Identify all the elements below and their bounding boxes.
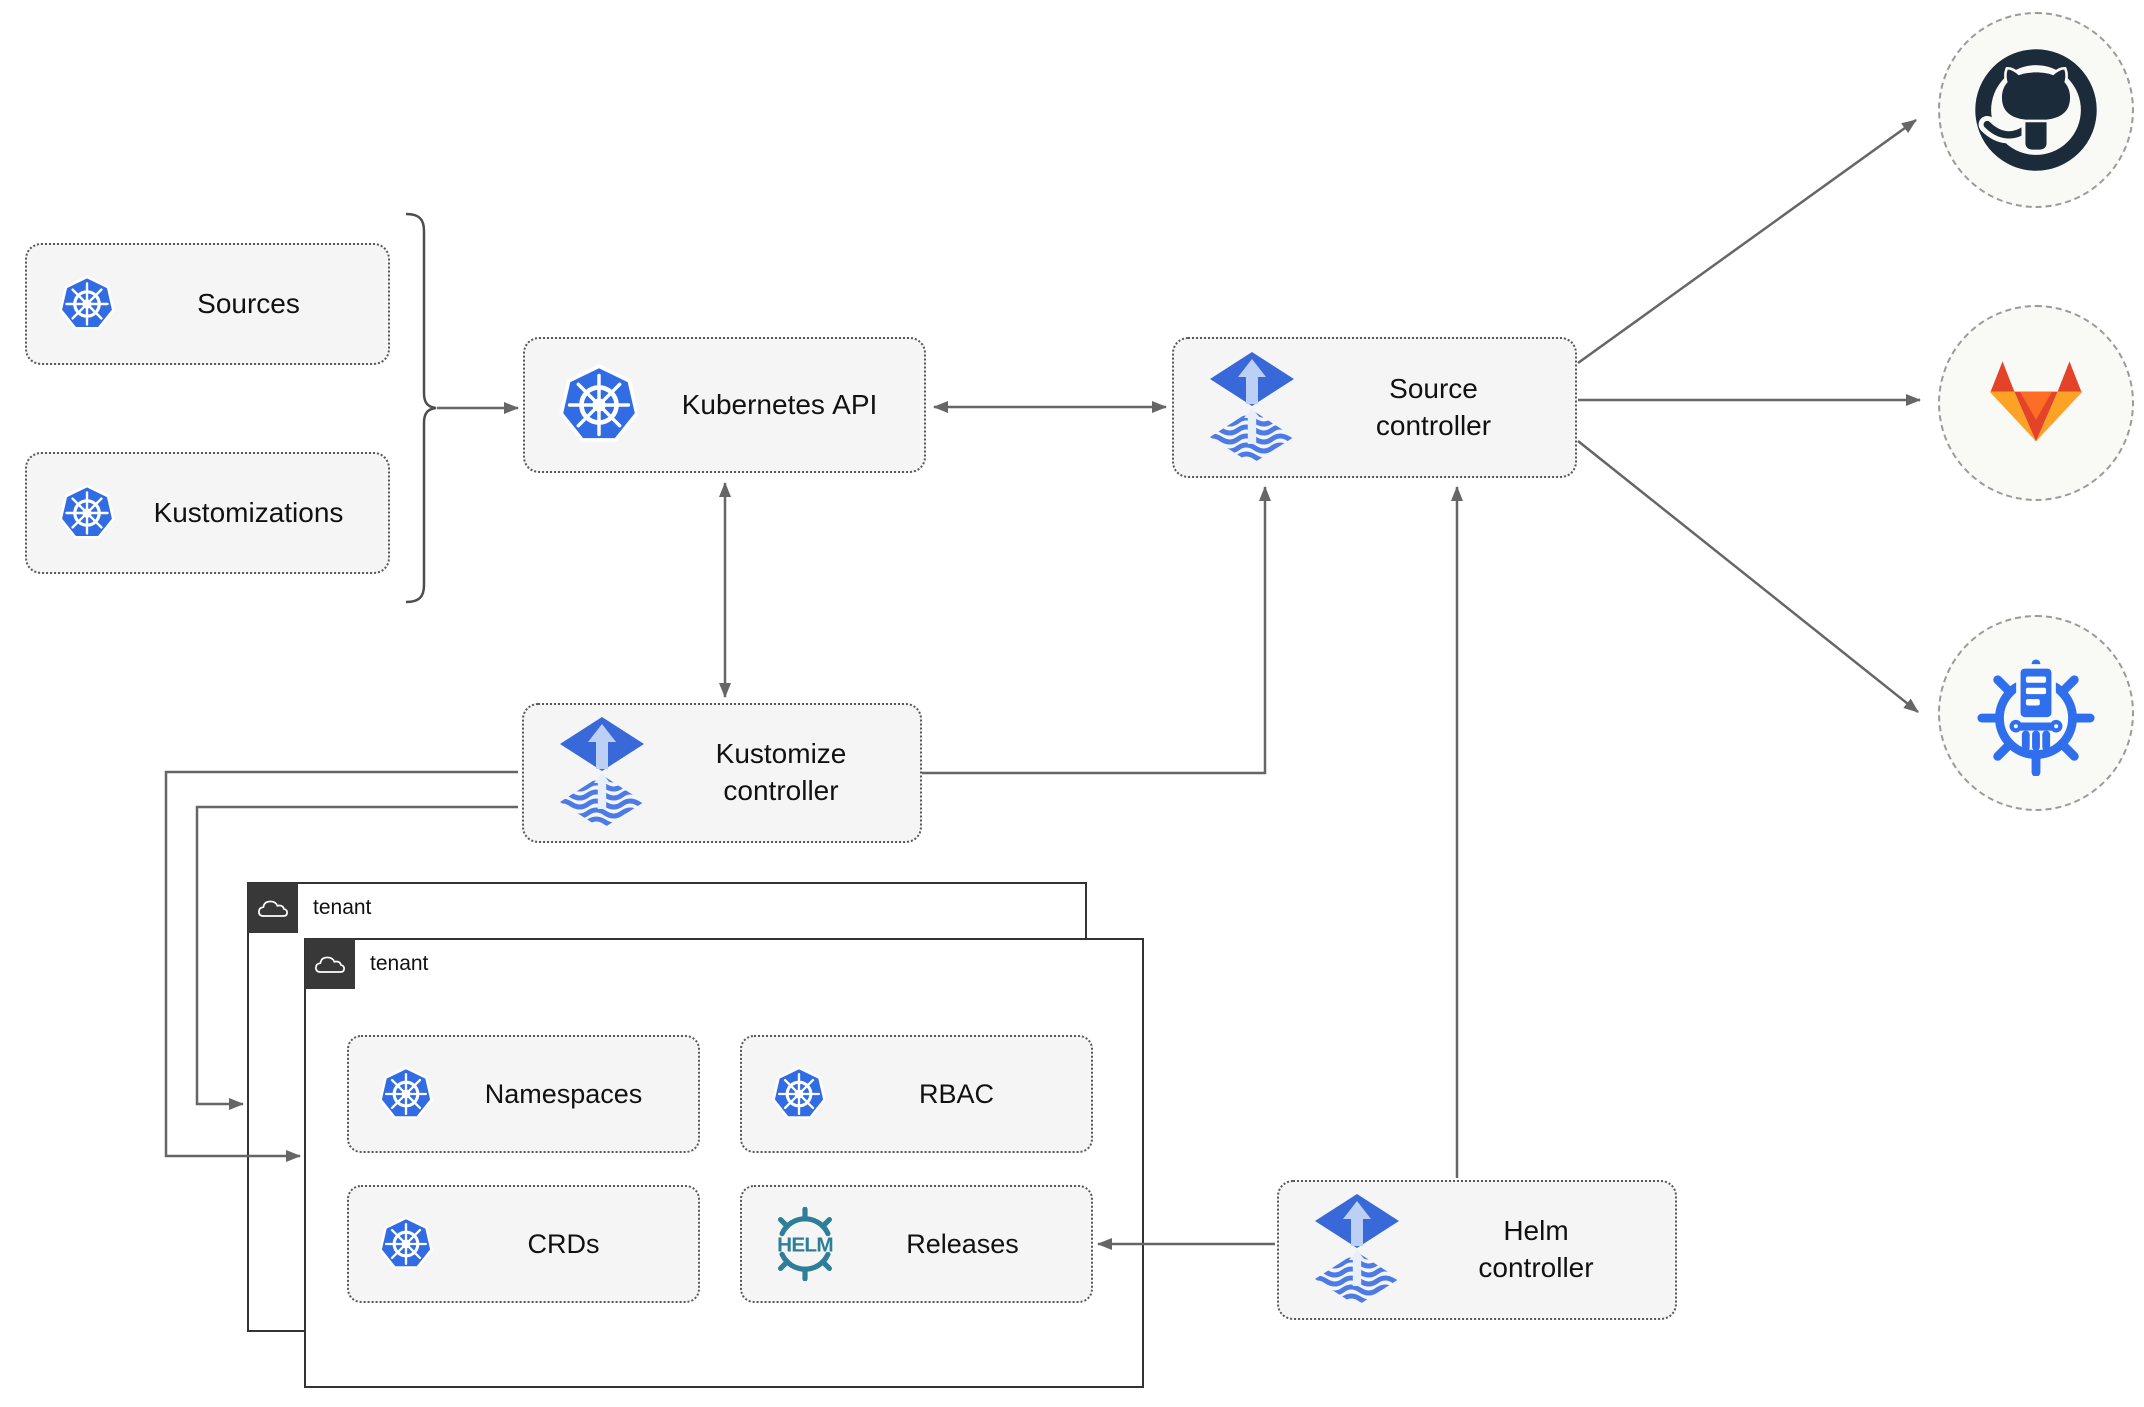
cloud-icon	[314, 953, 346, 976]
kustomizations-node: Kustomizations	[25, 452, 390, 574]
tenant-label: tenant	[370, 952, 429, 975]
resource-label: Namespaces	[484, 1078, 643, 1109]
crds-node: CRDs	[347, 1185, 700, 1303]
kustomize-controller-node: Kustomize controller	[522, 703, 922, 843]
brace-crd-group	[405, 212, 437, 604]
gitlab-circle	[1938, 305, 2134, 501]
helm-repository-circle	[1938, 615, 2134, 811]
tenant-badge	[248, 883, 298, 933]
rbac-node: RBAC	[740, 1035, 1093, 1153]
github-icon	[1970, 44, 2102, 176]
sources-node: Sources	[25, 243, 390, 365]
flux-icon	[1202, 352, 1302, 464]
kubernetes-icon	[375, 1213, 437, 1275]
releases-node: Releases	[740, 1185, 1093, 1303]
tenant-front-header: tenant	[305, 939, 428, 989]
tenant-label: tenant	[313, 896, 372, 919]
kubernetes-icon	[55, 272, 119, 336]
node-label: Sources	[197, 287, 300, 319]
edge-kustomize-to-source-controller	[922, 486, 1271, 775]
resource-label: RBAC	[918, 1078, 994, 1109]
kubernetes-icon	[55, 481, 119, 545]
node-label: Helm controller	[1478, 1215, 1594, 1283]
kubernetes-api-node: Kubernetes API	[523, 337, 926, 473]
node-label: Kustomize controller	[715, 738, 847, 806]
namespaces-node: Namespaces	[347, 1035, 700, 1153]
node-label: Kustomizations	[153, 496, 344, 528]
flux-icon	[552, 717, 652, 829]
kubernetes-icon	[553, 359, 645, 451]
tenant-front-box: tenant Namespaces RBAC CRDs Releases	[304, 938, 1144, 1388]
helm-chart-repository-icon	[1973, 650, 2099, 776]
helm-controller-node: Helm controller	[1277, 1180, 1677, 1320]
edge-source-to-helm-repository	[1577, 440, 1919, 713]
tenant-badge	[305, 939, 355, 989]
edge-source-to-github	[1577, 118, 1917, 365]
source-controller-node: Source controller	[1172, 337, 1577, 478]
kubernetes-icon	[375, 1063, 437, 1125]
helm-icon	[768, 1207, 842, 1281]
kubernetes-icon	[768, 1063, 830, 1125]
flux-icon	[1307, 1194, 1407, 1306]
cloud-icon	[257, 897, 289, 920]
resource-label: CRDs	[527, 1228, 600, 1259]
github-circle	[1938, 12, 2134, 208]
gitlab-icon	[1982, 357, 2090, 449]
node-label: Kubernetes API	[681, 388, 878, 420]
resource-label: Releases	[906, 1228, 1019, 1259]
tenant-back-header: tenant	[248, 883, 371, 933]
node-label: Source controller	[1375, 372, 1492, 441]
